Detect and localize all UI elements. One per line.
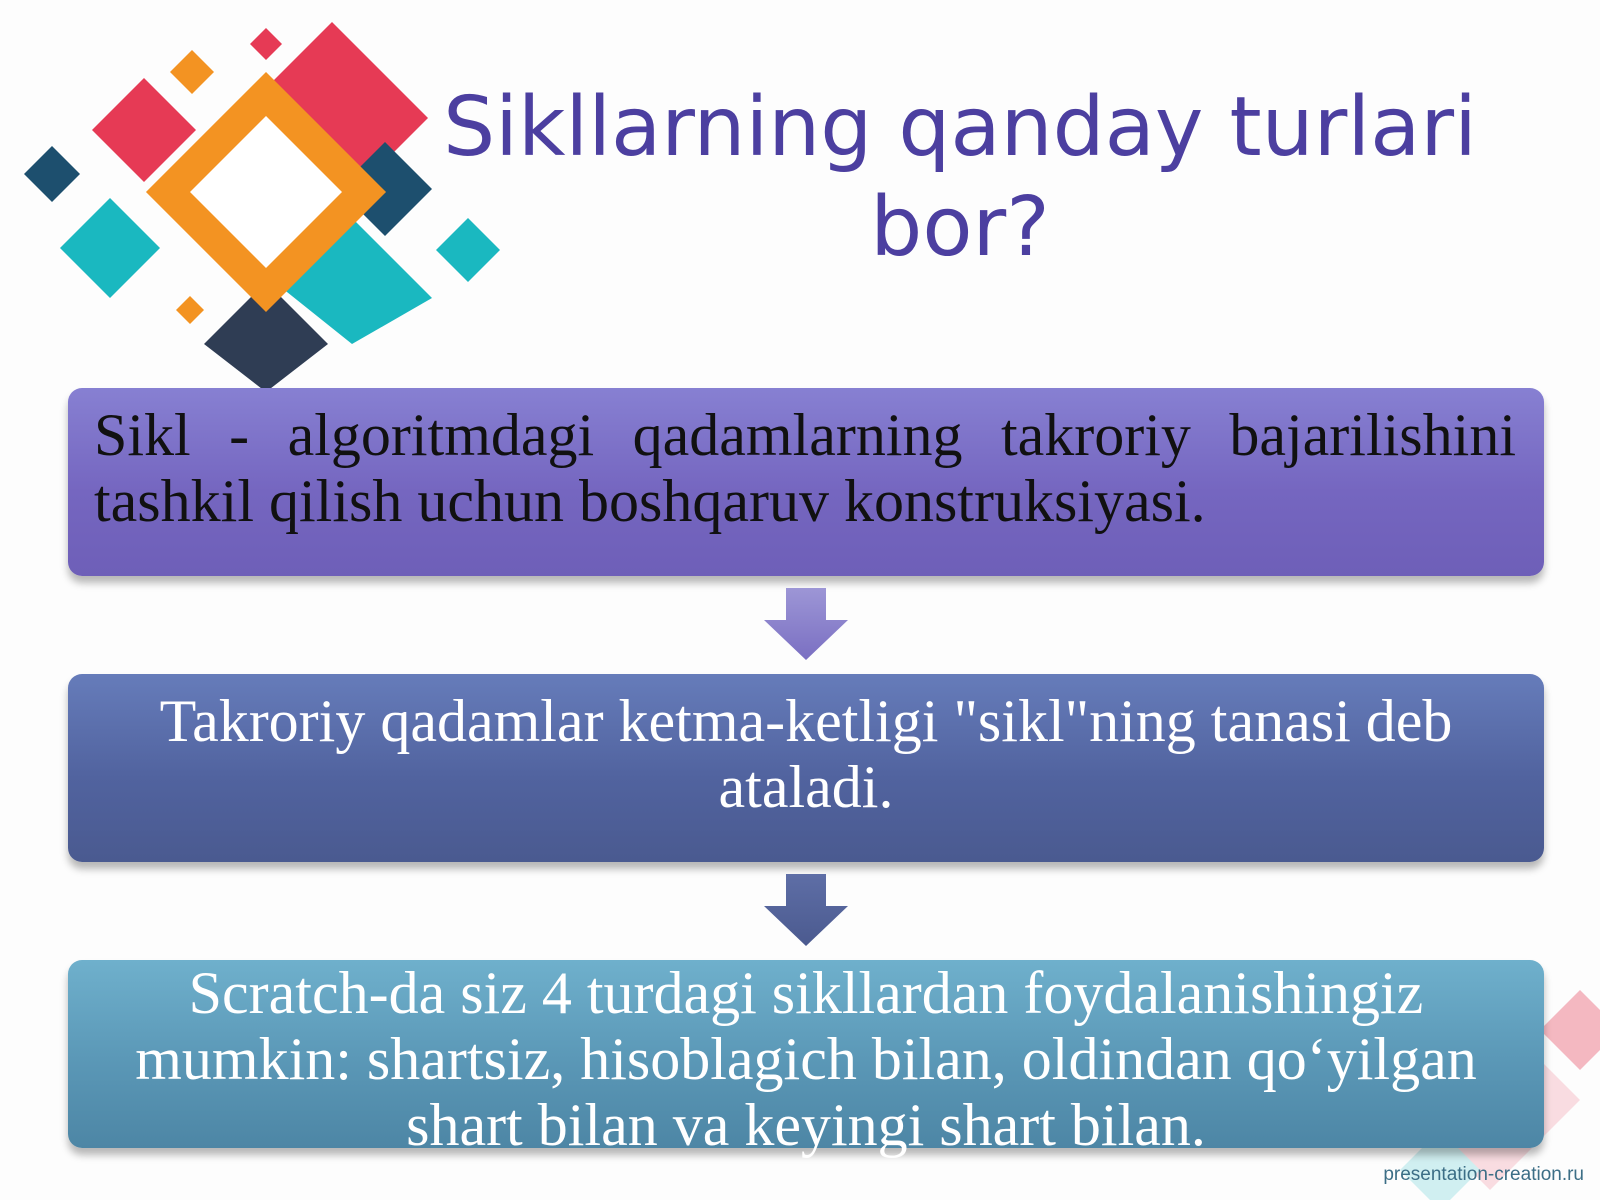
deco-corner-diamond-red xyxy=(1540,990,1600,1070)
step-box-definition: Sikl - algoritmdagi qadamlarning takrori… xyxy=(68,388,1544,576)
watermark: presentation-creation.ru xyxy=(1383,1164,1584,1185)
deco-diamond-dark xyxy=(204,282,328,392)
deco-diamond-red-tiny xyxy=(250,28,282,60)
deco-diamond-navy-left xyxy=(24,146,80,202)
slide-title: Sikllarning qanday turlari bor? xyxy=(443,80,1477,276)
decorative-diamond-cluster xyxy=(24,22,500,392)
deco-diamond-orange-tiny xyxy=(170,50,214,94)
deco-corner-diamond-teal xyxy=(1400,1130,1480,1200)
deco-diamond-teal-left xyxy=(60,198,160,298)
deco-diamond-red-small xyxy=(92,78,196,182)
down-arrow-icon xyxy=(764,874,848,946)
down-arrow-icon xyxy=(764,588,848,660)
step-box-body: Takroriy qadamlar ketma-ketligi "sikl"ni… xyxy=(68,674,1544,862)
deco-diamond-orange-frame xyxy=(145,71,387,313)
deco-diamond-teal-right xyxy=(282,218,432,344)
deco-diamond-teal-small xyxy=(436,218,500,282)
step-box-scratch-loops: Scratch-da siz 4 turdagi sikllardan foyd… xyxy=(68,960,1544,1158)
deco-diamond-orange-tiny-low xyxy=(176,296,204,324)
deco-diamond-white-center xyxy=(190,116,342,268)
